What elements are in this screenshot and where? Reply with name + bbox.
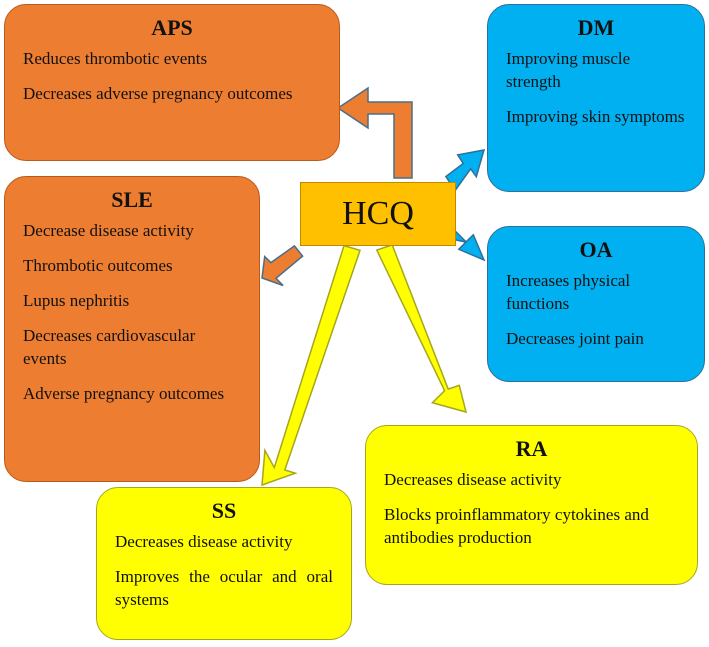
ra-title: RA [515, 436, 548, 461]
aps-item: Decreases adverse pregnancy outcomes [23, 84, 293, 103]
sle-item: Decreases cardiovascular events [23, 326, 196, 368]
sle-item: Lupus nephritis [23, 291, 130, 310]
ra-box: RA Decreases disease activity Blocks pro… [365, 425, 698, 585]
ss-item: Improves the ocular and oral systems [115, 567, 333, 609]
sle-box: SLE Decrease disease activity Thrombotic… [4, 176, 260, 482]
sle-item: Adverse pregnancy outcomes [23, 384, 225, 403]
dm-item: Improving skin symptoms [506, 107, 685, 126]
ss-title: SS [211, 498, 237, 523]
dm-box: DM Improving muscle strength Improving s… [487, 4, 705, 192]
dm-title: DM [577, 15, 615, 40]
oa-item: Decreases joint pain [506, 329, 644, 348]
arrow-to-sle [261, 244, 304, 287]
ra-item: Blocks proinflammatory cytokines and ant… [384, 505, 649, 547]
ss-box: SS Decreases disease activity Improves t… [96, 487, 352, 640]
arrow-to-dm [444, 149, 486, 192]
arrow-to-ra [375, 243, 468, 414]
oa-box: OA Increases physical functions Decrease… [487, 226, 705, 382]
ra-item: Decreases disease activity [384, 470, 562, 489]
oa-item: Increases physical functions [506, 271, 631, 313]
hcq-center-node: HCQ [300, 182, 456, 246]
aps-box: APS Reduces thrombotic events Decreases … [4, 4, 340, 161]
dm-item: Improving muscle strength [506, 49, 631, 91]
aps-title: APS [151, 15, 193, 40]
arrow-to-aps [336, 86, 413, 179]
ss-item: Decreases disease activity [115, 532, 293, 551]
arrow-to-ss [261, 244, 361, 487]
sle-item: Thrombotic outcomes [23, 256, 173, 275]
hcq-label: HCQ [342, 195, 414, 232]
oa-title: OA [579, 237, 613, 262]
aps-item: Reduces thrombotic events [23, 49, 208, 68]
sle-item: Decrease disease activity [23, 221, 194, 240]
sle-title: SLE [111, 187, 153, 212]
